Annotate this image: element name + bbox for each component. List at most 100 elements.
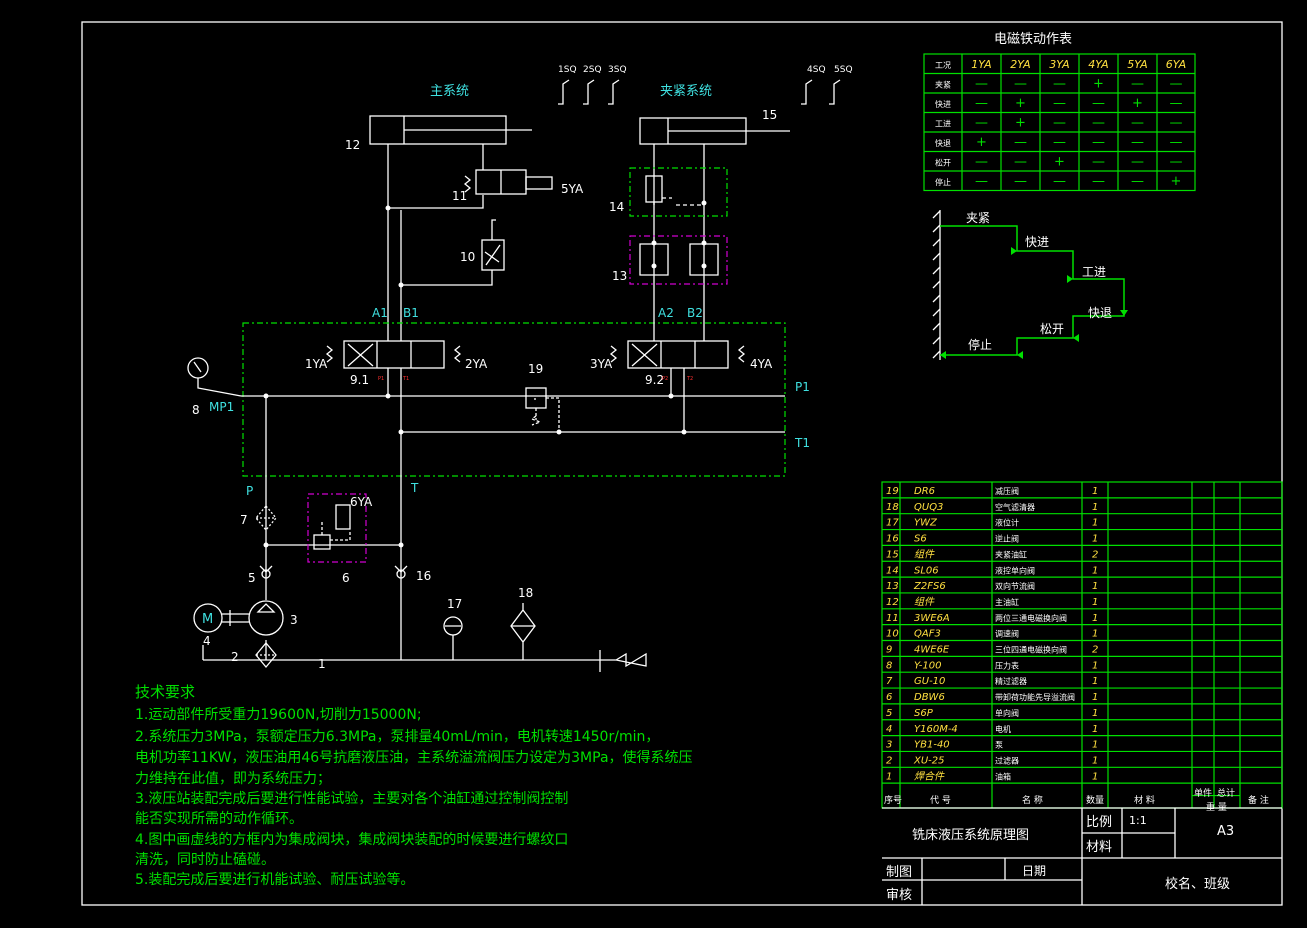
- parts-row-qty: 1: [1092, 486, 1098, 497]
- parts-row-qty: 1: [1092, 660, 1098, 671]
- parts-row-code: SL06: [914, 565, 939, 576]
- parts-row-seq: 17: [886, 518, 899, 529]
- tech-line-1: 1.运动部件所受重力19600N,切削力15000N;: [135, 707, 422, 723]
- tech-title: 技术要求: [135, 683, 195, 701]
- port-t2-small: T2: [686, 376, 693, 382]
- parts-row-seq: 6: [886, 692, 892, 703]
- label-17: 17: [447, 597, 462, 611]
- parts-row-seq: 13: [886, 581, 899, 592]
- pressure-gauge-icon: 8: [187, 357, 242, 417]
- solenoid-table-header: 2YA: [1010, 58, 1030, 71]
- solenoid-4ya: 4YA: [750, 357, 773, 371]
- solenoid-1ya: 1YA: [305, 357, 328, 371]
- solenoid-table-cell: —: [1014, 135, 1027, 150]
- parts-row-qty: 1: [1092, 771, 1098, 782]
- scale-value: 1:1: [1129, 814, 1147, 827]
- solenoid-table-cell: —: [1092, 155, 1105, 170]
- parts-row-code: S6P: [914, 708, 934, 719]
- label-15: 15: [762, 108, 777, 122]
- switch-2sq: 2SQ: [583, 65, 602, 75]
- directional-valve-9-1-icon: 1YA 2YA 9.1 P1 T1: [305, 340, 488, 387]
- label-6: 6: [342, 571, 350, 585]
- solenoid-table-cell: —: [1170, 135, 1183, 150]
- parts-row-qty: 2: [1092, 645, 1098, 656]
- port-a1: A1: [372, 306, 388, 320]
- valve-6-block: [307, 493, 367, 563]
- relief-valve-6-icon: 6YA 6: [313, 495, 373, 585]
- parts-row-qty: 1: [1092, 597, 1098, 608]
- pump-icon: 3: [248, 600, 298, 636]
- parts-row-name: 三位四通电磁换向阀: [995, 645, 1067, 655]
- level-gauge-icon: 17: [443, 597, 463, 660]
- parts-row-qty: 1: [1092, 629, 1098, 640]
- check-valve-16-icon: 16: [394, 565, 431, 583]
- valve-14-block: [629, 167, 728, 217]
- parts-row-qty: 1: [1092, 692, 1098, 703]
- port-b2: B2: [687, 306, 703, 320]
- parts-row-seq: 4: [886, 724, 892, 735]
- label-13: 13: [612, 269, 627, 283]
- parts-row-name: 逆止阀: [995, 534, 1019, 544]
- label-3: 3: [290, 613, 298, 627]
- solenoid-table-cell: 夹紧: [935, 80, 951, 90]
- solenoid-table-cell: —: [1053, 116, 1066, 131]
- parts-row-code: GU-10: [914, 676, 945, 687]
- limit-switches: 1SQ 2SQ 3SQ 4SQ 5SQ: [558, 65, 853, 105]
- parts-row-qty: 1: [1092, 581, 1098, 592]
- parts-row-name: 双向节流阀: [995, 581, 1035, 591]
- integrated-valve-block: [242, 322, 786, 477]
- solenoid-table-cell: 松开: [935, 158, 951, 168]
- schematic: 主系统 夹紧系统 1SQ 2SQ 3SQ 4SQ 5SQ 12 15: [187, 65, 853, 672]
- parts-row-code: S6: [914, 534, 927, 545]
- parts-row-qty: 1: [1092, 676, 1098, 687]
- solenoid-table-cell: +: [976, 135, 987, 150]
- parts-row-seq: 18: [886, 502, 899, 513]
- parts-header-code: 代 号: [930, 795, 951, 806]
- parts-row-code: YB1-40: [914, 740, 950, 751]
- checked-label: 审核: [886, 888, 912, 903]
- solenoid-table-cell: —: [1014, 155, 1027, 170]
- valve-13-block: [629, 235, 728, 285]
- parts-row-seq: 15: [886, 549, 899, 560]
- parts-row-code: Y-100: [914, 660, 941, 671]
- label-16: 16: [416, 569, 431, 583]
- solenoid-table-cell: —: [975, 96, 988, 111]
- parts-row-name: 液控单向阀: [995, 565, 1035, 575]
- solenoid-valve-11-icon: 11 5YA: [452, 169, 584, 203]
- parts-row-seq: 1: [886, 771, 892, 782]
- switch-5sq: 5SQ: [834, 65, 853, 75]
- port-b1: B1: [403, 306, 419, 320]
- parts-row-code: QAF3: [914, 629, 941, 640]
- solenoid-table-header: 6YA: [1166, 58, 1186, 71]
- port-t1: T1: [794, 436, 810, 450]
- label-12: 12: [345, 138, 360, 152]
- solenoid-table-cell: —: [1131, 155, 1144, 170]
- cycle-step-1: 夹紧: [966, 211, 990, 225]
- port-mp1: MP1: [209, 400, 234, 414]
- solenoid-table-cell: —: [1131, 116, 1144, 131]
- label-2: 2: [231, 650, 239, 664]
- date-label: 日期: [1022, 864, 1046, 878]
- parts-row-qty: 1: [1092, 518, 1098, 529]
- flow-control-valve-10-icon: 10: [460, 239, 505, 271]
- solenoid-table-cell: —: [975, 116, 988, 131]
- parts-header-name: 名 称: [1022, 794, 1043, 806]
- solenoid-table-cell: —: [1131, 174, 1144, 189]
- solenoid-table-title: 电磁铁动作表: [994, 32, 1072, 47]
- parts-row-code: Z2FS6: [913, 581, 946, 592]
- parts-row-qty: 1: [1092, 565, 1098, 576]
- solenoid-table-cell: 快进: [935, 99, 951, 109]
- tech-line-6: 能否实现所需的动作循环。: [135, 811, 303, 827]
- air-breather-icon: 18: [510, 586, 536, 660]
- label-9-2: 9.2: [645, 373, 664, 387]
- parts-row-code: 4WE6E: [914, 645, 950, 656]
- parts-row-code: 3WE6A: [914, 613, 950, 624]
- solenoid-table-border: [923, 53, 1196, 192]
- parts-row-code: Y160M-4: [914, 724, 958, 735]
- label-8: 8: [192, 403, 200, 417]
- parts-row-code: DBW6: [914, 692, 945, 703]
- label-9-1: 9.1: [350, 373, 369, 387]
- parts-row-code: XU-25: [913, 755, 945, 766]
- solenoid-3ya: 3YA: [590, 357, 613, 371]
